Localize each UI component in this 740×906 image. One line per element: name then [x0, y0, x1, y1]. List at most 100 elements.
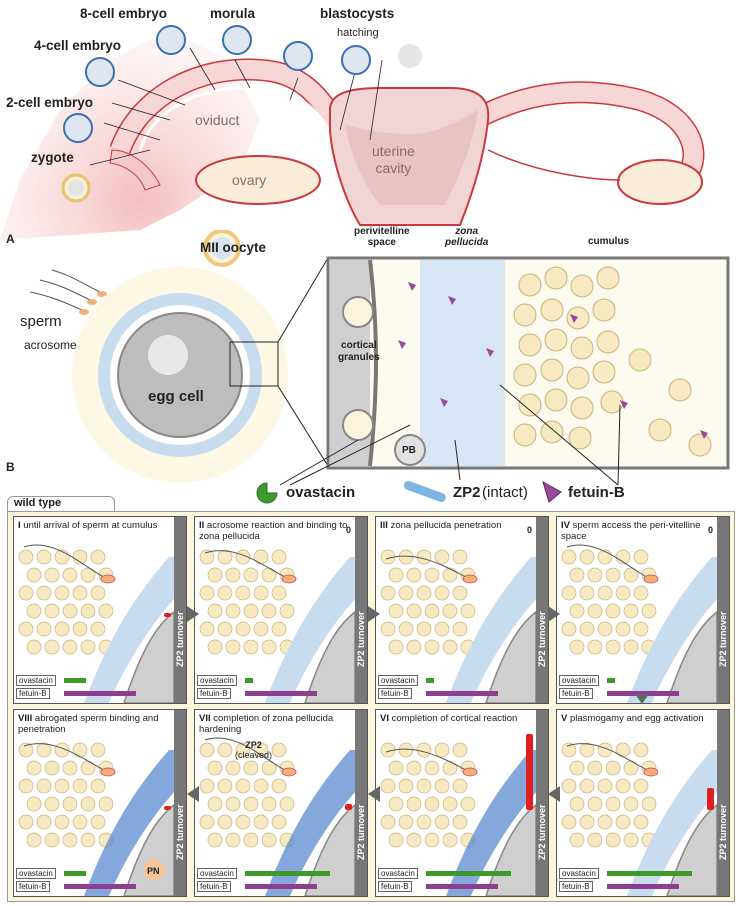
- panel-title: I until arrival of sperm at cumulus: [18, 520, 168, 531]
- zoom-box: [229, 341, 279, 387]
- fetuin-level-bar: [245, 884, 317, 889]
- panel-number: V: [561, 713, 568, 724]
- panel-number: IV: [561, 520, 570, 531]
- zp2-cleaved-label: ZP2(cleaved): [235, 740, 272, 760]
- panel-number: III: [380, 520, 388, 531]
- section-b-label: B: [6, 460, 15, 474]
- fetuin-icon: [542, 480, 562, 503]
- cortical-granules-label: cortical granules: [338, 340, 380, 364]
- left-fimbriae: [109, 149, 161, 191]
- perivitelline-header: perivitelline space: [354, 226, 410, 248]
- fetuin-level-bar: [245, 691, 317, 696]
- turnover-level-bar: [164, 613, 171, 617]
- zp2-icon: [403, 480, 446, 502]
- turnover-level-bar: [707, 788, 714, 810]
- ovastacin-bar-label: ovastacin: [16, 868, 56, 879]
- panel-scene: [561, 742, 729, 896]
- fetuin-bar-label: fetuin-B: [378, 881, 412, 892]
- turnover-sidebar: [355, 710, 367, 896]
- panel-number: VI: [380, 713, 389, 724]
- turnover-zero: 0: [346, 525, 352, 535]
- ovastacin-bar-label: ovastacin: [559, 868, 599, 879]
- fetuin-bar-label: fetuin-B: [16, 688, 50, 699]
- arrow-iv-v: [635, 694, 649, 704]
- left-oviduct: [111, 59, 349, 154]
- panel-title-text: sperm access the peri-vitelline space: [561, 520, 701, 542]
- panel-title-text: acrosome reaction and binding to zona pe…: [199, 520, 348, 542]
- acrosome-label: acrosome: [24, 338, 77, 352]
- uterine-cavity-label: uterine cavity: [372, 143, 415, 177]
- turnover-sidebar: [174, 710, 186, 896]
- fetuin-bar-label: fetuin-B: [197, 688, 231, 699]
- mii-oocyte-core: [211, 237, 233, 259]
- egg-cell-body: [117, 312, 243, 438]
- arrow-iii-iv: [548, 606, 560, 622]
- cortical-granule-2: [342, 409, 374, 441]
- fetuin-bar-label: fetuin-B: [378, 688, 412, 699]
- legend-icons: [256, 480, 562, 504]
- zona-line1: zona: [455, 226, 479, 237]
- panel-scene: [380, 549, 548, 703]
- ovastacin-level-bar: [64, 871, 86, 876]
- legend-zp2-label: ZP2: [453, 484, 481, 501]
- ovastacin-level-bar: [64, 678, 86, 683]
- egg-zoom-diagram: [29, 230, 730, 486]
- turnover-zero: 0: [708, 525, 714, 535]
- panel-title-text: abrogated sperm binding and penetration: [18, 713, 159, 735]
- panel-title: V plasmogamy and egg activation: [561, 713, 711, 724]
- panel-title-text: until arrival of sperm at cumulus: [23, 520, 158, 531]
- pn-label: PN: [147, 866, 160, 876]
- legend-fetuin-label: fetuin-B: [568, 484, 625, 501]
- section-a-label: A: [6, 232, 15, 246]
- uterine-line1: uterine: [372, 143, 415, 159]
- sperm-heads: [79, 291, 107, 315]
- pb-label: PB: [402, 445, 416, 456]
- panel-title-text: zona pellucida penetration: [390, 520, 502, 531]
- legend-zp2-note: (intact): [482, 484, 528, 501]
- turnover-zero: 0: [527, 525, 533, 535]
- ovastacin-level-bar: [607, 871, 692, 876]
- panel-title: VII completion of zona pellucida hardeni…: [199, 713, 349, 735]
- fetuin-bar-label: fetuin-B: [16, 881, 50, 892]
- panel-number: VII: [199, 713, 211, 724]
- egg-nucleus: [148, 335, 188, 375]
- stage-pointer-lines: [89, 47, 383, 166]
- ovastacin-bar-label: ovastacin: [559, 675, 599, 686]
- panel-title-text: completion of zona pellucida hardening: [199, 713, 334, 735]
- zona-line2: pellucida: [445, 237, 489, 248]
- panel-scene: [18, 742, 186, 896]
- cumulus-header: cumulus: [588, 236, 630, 247]
- turnover-sidebar: [717, 710, 729, 896]
- arrow-v-vi: [548, 786, 560, 802]
- ovastacin-level-bar: [245, 871, 330, 876]
- ovastacin-bar-label: ovastacin: [197, 868, 237, 879]
- turnover-sidebar: [536, 710, 548, 896]
- fetuin-bar-label: fetuin-B: [559, 688, 593, 699]
- wild-type-tab[interactable]: wild type: [7, 496, 115, 511]
- right-ovary: [617, 159, 703, 205]
- perivitelline-line1: perivitelline: [354, 226, 410, 237]
- zp2-cleaved-line1: ZP2: [245, 740, 262, 750]
- embryo-path: [138, 86, 334, 151]
- perivitelline-line2: space: [367, 237, 396, 248]
- two-cell-label: 2-cell embryo: [6, 95, 94, 110]
- ovastacin-level-bar: [245, 678, 253, 683]
- ovastacin-level-bar: [426, 678, 434, 683]
- turnover-sidebar: [355, 517, 367, 703]
- panel-number: II: [199, 520, 205, 531]
- eight-cell-label: 8-cell embryo: [80, 6, 168, 21]
- fetuin-level-bar: [426, 691, 498, 696]
- hatching-label: hatching: [337, 27, 379, 39]
- blastocysts-label: blastocysts: [320, 6, 395, 21]
- fetuin-level-bar: [607, 691, 679, 696]
- panel-title: VIII abrogated sperm binding and penetra…: [18, 713, 168, 735]
- left-ovary: [195, 155, 321, 205]
- panel-scene: [18, 544, 186, 703]
